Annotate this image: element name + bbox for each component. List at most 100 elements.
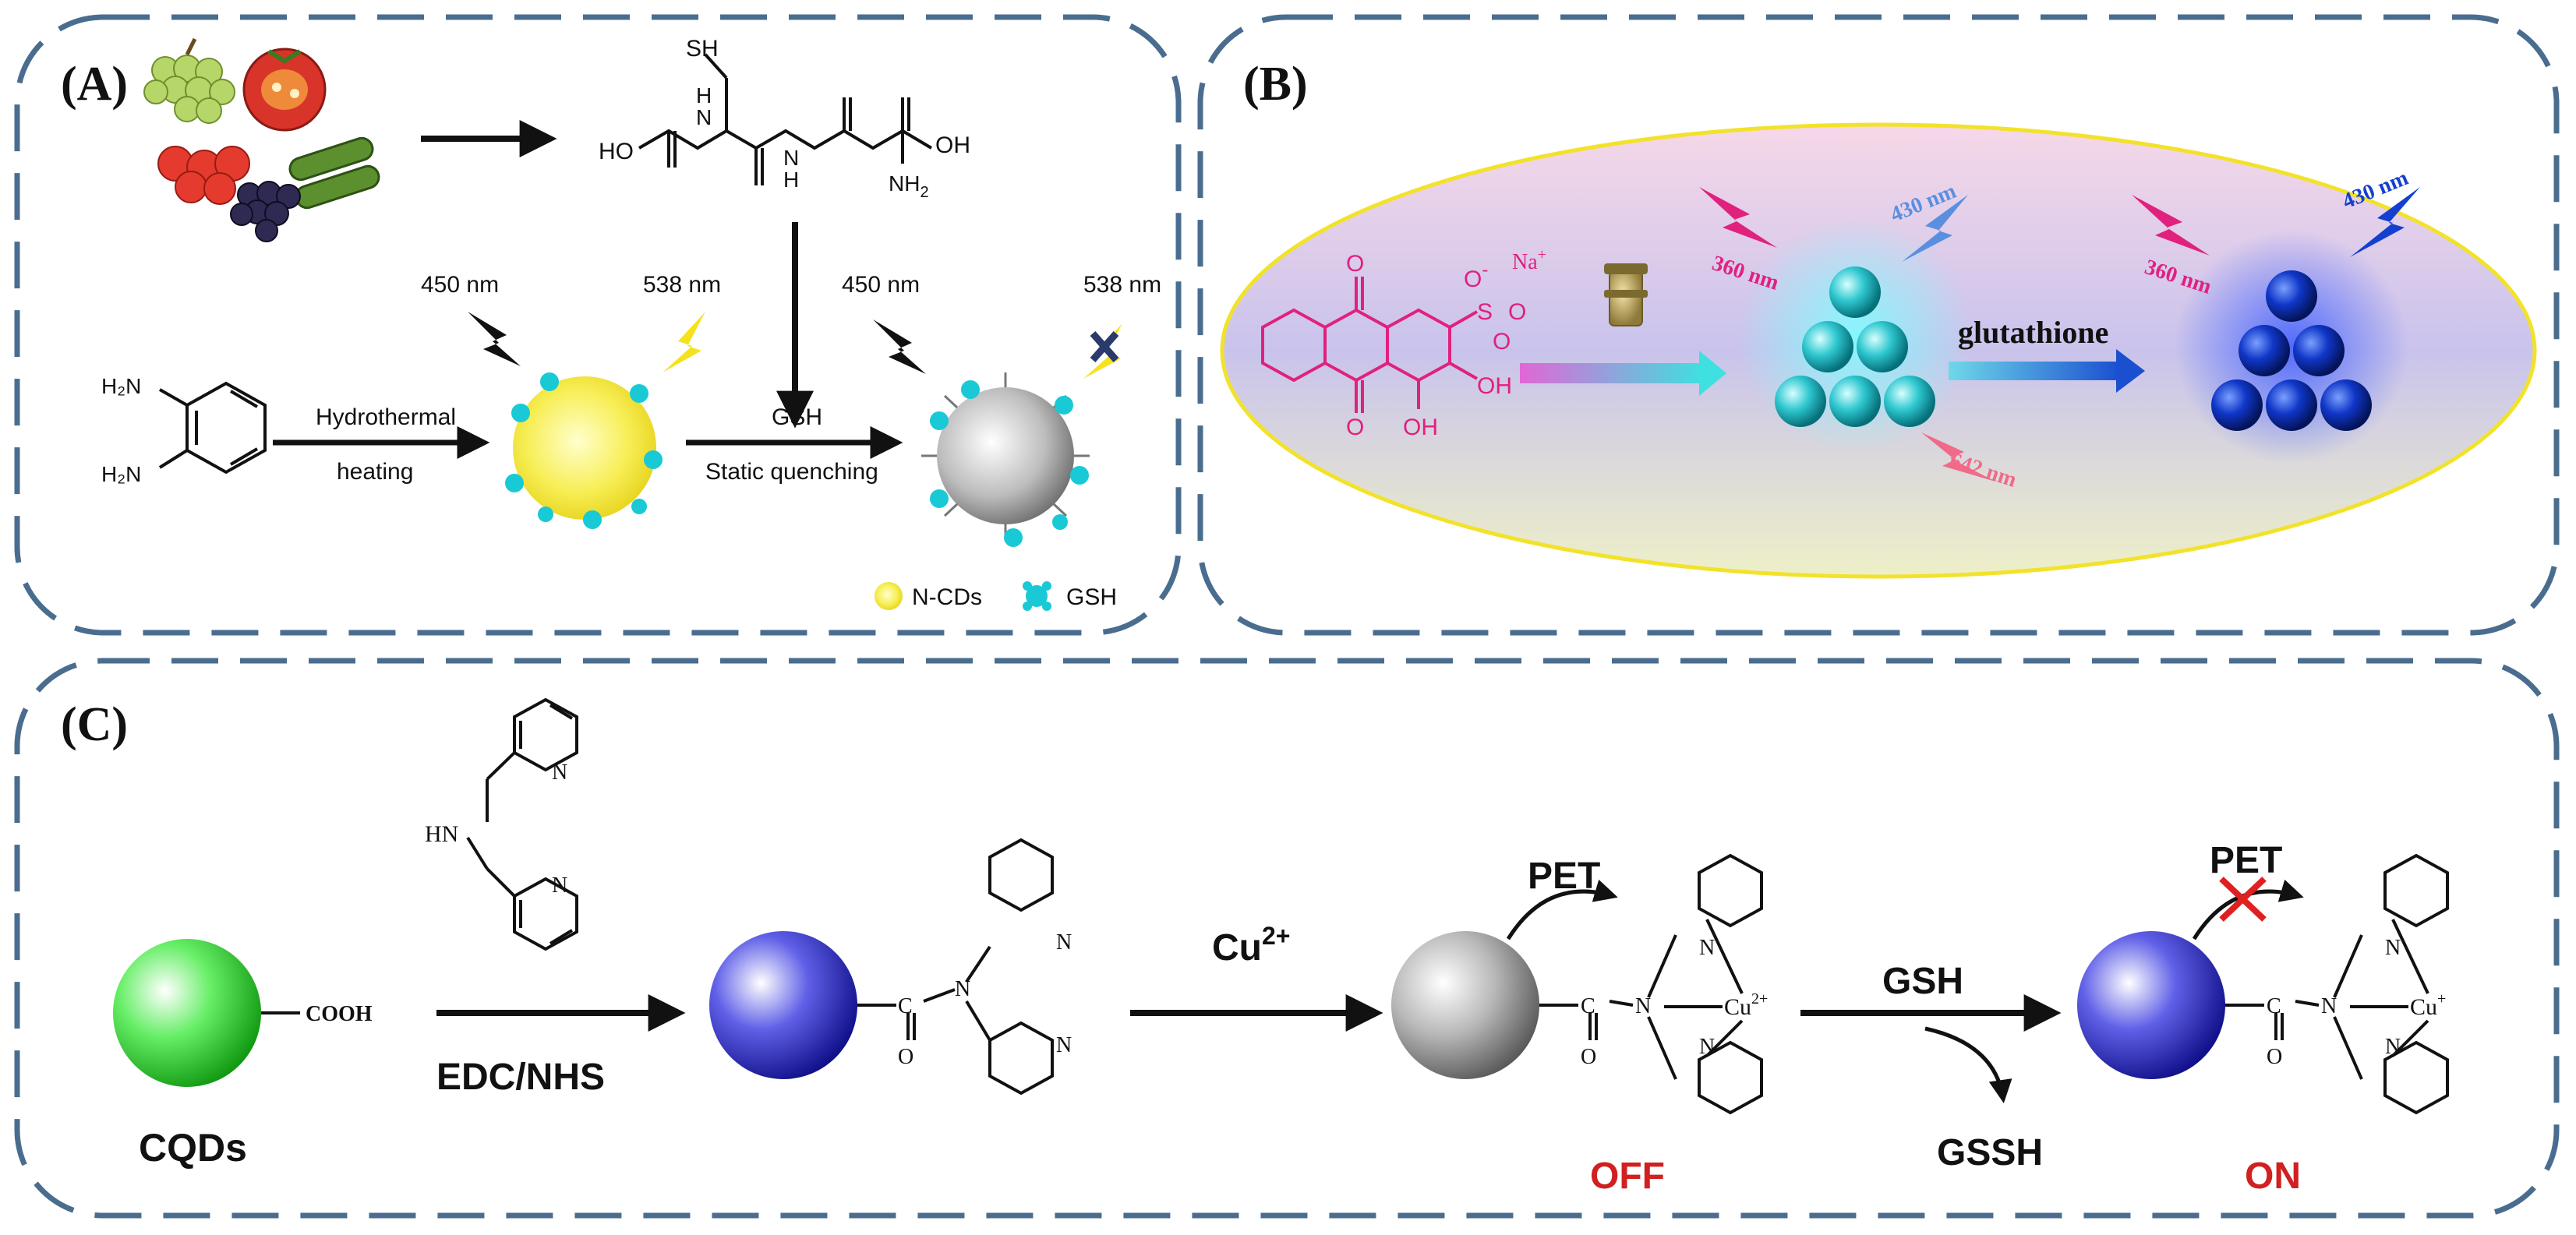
lightning-bolt-magenta-1-icon <box>1699 187 1777 248</box>
amide-1-o: O <box>898 1045 913 1069</box>
complex-2-o: O <box>2267 1045 2282 1069</box>
legend-gsh-label: GSH <box>1066 584 1117 610</box>
amide-1-py-n-bottom: N <box>1056 1033 1072 1057</box>
complex-2-py-n-bottom: N <box>2385 1035 2401 1059</box>
arrow-synthesis <box>1520 351 1726 396</box>
dpa-n-bottom: N <box>552 873 567 898</box>
complex-2-py-n-top: N <box>2385 936 2401 960</box>
cu-label: Cu2+ <box>1212 922 1290 969</box>
panel-c-label: (C) <box>61 698 128 751</box>
cu-complex-structure <box>1539 853 1763 1115</box>
amide-1-py-n-top: N <box>1056 930 1072 954</box>
ars-o-right: O <box>1508 299 1526 325</box>
cooh-label: COOH <box>306 1002 373 1026</box>
pet-label-1: PET <box>1528 856 1600 897</box>
panel-a-label: (A) <box>61 58 128 111</box>
lightning-bolt-blue-1-icon <box>1902 195 1968 262</box>
excitation-left-label: 450 nm <box>421 272 499 298</box>
pet-curved-arrow-1 <box>1506 879 1618 940</box>
complex-1-o: O <box>1581 1045 1596 1069</box>
cqds-label: CQDs <box>139 1126 247 1170</box>
complex-1-py-n-top: N <box>1699 936 1715 960</box>
ncd-particle <box>505 372 663 529</box>
gsh-label-c: GSH <box>1882 961 1963 1002</box>
gsh-atom-n-left: N <box>696 105 712 129</box>
ars-oh-right: OH <box>1477 373 1512 399</box>
amide-1-structure <box>857 838 1054 1096</box>
emission-right-label: 538 nm <box>1083 272 1161 298</box>
cqd-grey-sphere <box>1391 931 1539 1079</box>
gsh-atom-n-right: N <box>783 146 799 170</box>
pet-blocked-cross-icon <box>2219 877 2267 922</box>
autoclave-icon <box>1604 263 1648 326</box>
cu-plus-complex-structure <box>2225 853 2449 1115</box>
panel-c-frame <box>14 658 2560 1219</box>
o-phenylenediamine-structure <box>158 381 267 475</box>
dpa-n-top: N <box>552 760 567 785</box>
lightning-bolt-blue-2-icon <box>2350 187 2420 257</box>
cqd-green-sphere <box>113 939 261 1087</box>
complex-1-cu: Cu2+ <box>1724 990 1768 1020</box>
dpa-reagent-structure <box>466 697 578 951</box>
panel-b-label: (B) <box>1243 58 1308 111</box>
legend-ncd-label: N-CDs <box>912 584 982 610</box>
gsh-atom-ho: HO <box>599 139 634 164</box>
gsh-atom-h-right: H <box>783 168 799 192</box>
blue-cd-pyramid <box>2175 230 2408 464</box>
cqd-blue-sphere-1 <box>709 931 857 1079</box>
arrow-glutathione <box>1949 349 2145 393</box>
lightning-bolt-black-left-icon <box>468 312 521 366</box>
legend-ncd-icon <box>875 582 903 610</box>
alizarin-red-structure <box>1261 277 1478 413</box>
hydrothermal-label: Hydrothermal <box>316 404 456 430</box>
edc-nhs-label: EDC/NHS <box>436 1057 605 1098</box>
lightning-bolt-black-right-icon <box>873 319 926 374</box>
panel-a: (A) <box>61 36 1161 611</box>
quenched-ncd-particle <box>921 372 1090 547</box>
gsh-atom-oh: OH <box>935 132 970 158</box>
legend-gsh-icon <box>1023 581 1051 611</box>
cross-mark-icon <box>1090 331 1119 362</box>
dpa-hn: HN <box>425 821 458 847</box>
lightning-bolt-magenta-2-icon <box>2132 195 2210 256</box>
cyan-cd-pyramid <box>1738 218 1972 452</box>
pet-label-2: PET <box>2210 840 2282 881</box>
heating-label: heating <box>337 459 413 485</box>
ars-o-top: O <box>1346 251 1364 277</box>
glutathione-label: glutathione <box>1958 315 2108 350</box>
fruit-vegetable-icon <box>143 37 380 242</box>
lightning-bolt-pink-icon <box>1921 432 1995 482</box>
complex-2-cu: Cu+ <box>2410 990 2446 1020</box>
amide-1-n: N <box>955 977 970 1001</box>
ars-o-minus: O- <box>1464 259 1488 292</box>
complex-1-py-n-bottom: N <box>1699 1035 1715 1059</box>
static-quenching-label: Static quenching <box>705 459 878 485</box>
gsh-atom-nh2: NH2 <box>889 171 929 201</box>
emission-left-label: 538 nm <box>643 272 721 298</box>
complex-1-c: C <box>1581 994 1595 1018</box>
ars-s: S <box>1477 299 1493 325</box>
ars-o-bottom: O <box>1346 415 1364 440</box>
gsh-atom-h-left: H <box>696 83 712 108</box>
excitation-right-label: 450 nm <box>842 272 920 298</box>
complex-1-n: N <box>1635 994 1651 1018</box>
opd-amine-top: H₂N <box>101 374 141 398</box>
ars-oh-bottom: OH <box>1403 415 1438 440</box>
glutathione-structure <box>638 53 933 185</box>
ars-o-right2: O <box>1493 329 1511 355</box>
panel-b-frame <box>1197 14 2560 636</box>
panel-a-frame <box>14 14 1182 636</box>
opd-amine-bottom: H₂N <box>101 462 141 486</box>
gsh-atom-sh: SH <box>686 36 719 62</box>
panel-c: (C) COOH CQDs HN N N EDC/NHS <box>61 697 2449 1197</box>
off-label: OFF <box>1590 1156 1665 1197</box>
panel-b: (B) O O S O- O O Na+ OH OH <box>1220 58 2537 579</box>
ars-na: Na+ <box>1512 246 1546 274</box>
complex-2-c: C <box>2267 994 2281 1018</box>
on-label: ON <box>2245 1156 2301 1197</box>
amide-1-c: C <box>898 994 913 1018</box>
lightning-bolt-yellow-left-icon <box>663 312 705 372</box>
gsh-arrow-label: GSH <box>772 404 822 430</box>
cqd-blue-sphere-2 <box>2077 931 2225 1079</box>
complex-2-n: N <box>2321 994 2337 1018</box>
